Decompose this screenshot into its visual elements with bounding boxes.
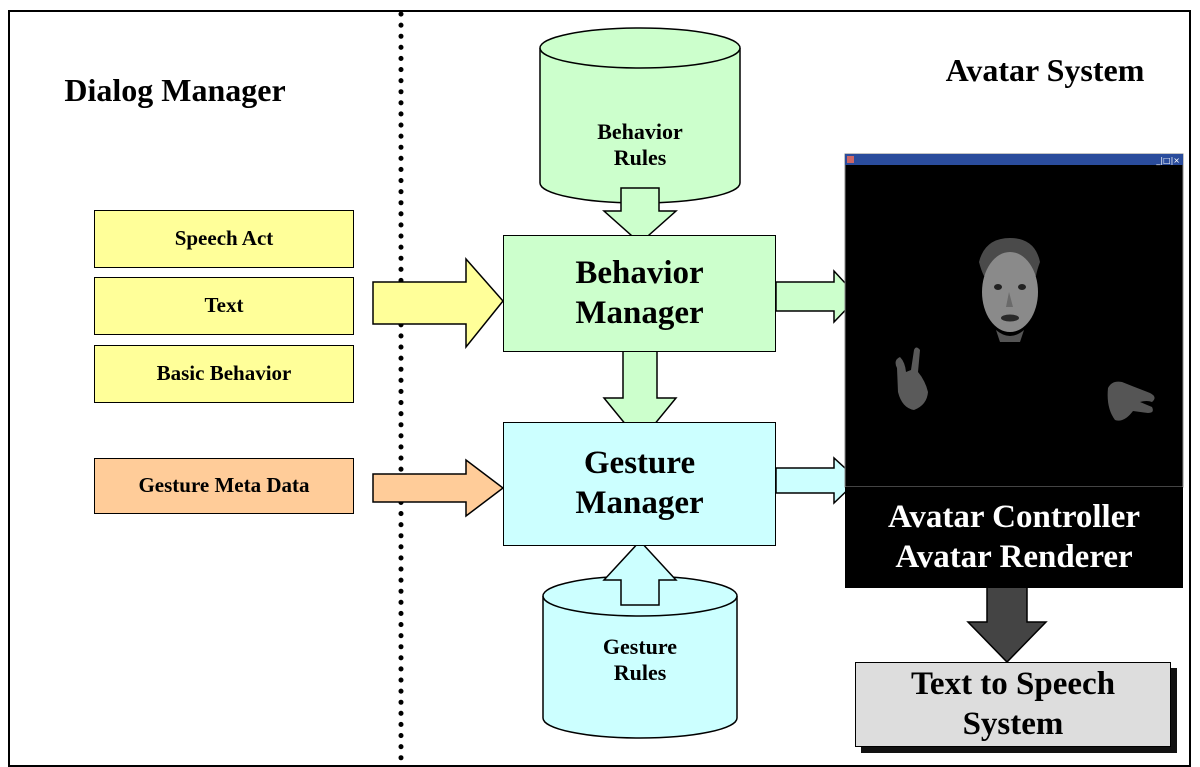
input-gesture-meta-data-label: Gesture Meta Data	[138, 473, 310, 498]
arrow-behavior-rules-to-manager	[602, 187, 678, 245]
behavior-rules-store	[539, 27, 741, 204]
gesture-rules-label: Gesture Rules	[560, 625, 720, 695]
avatar-figure	[895, 238, 1155, 421]
input-gesture-meta-data: Gesture Meta Data	[94, 458, 354, 514]
input-basic-behavior: Basic Behavior	[94, 345, 354, 403]
avatar-system-title: Avatar System	[945, 51, 1145, 88]
input-speech-act-label: Speech Act	[174, 226, 274, 251]
app-icon	[847, 156, 854, 163]
input-text: Text	[94, 277, 354, 335]
text-to-speech-system: Text to Speech System	[855, 662, 1171, 747]
gesture-manager-line2: Manager	[575, 485, 704, 521]
behavior-rules-line1: Behavior	[597, 118, 683, 144]
window-controls[interactable]: _|□|×	[1155, 156, 1180, 165]
gesture-manager: Gesture Manager	[503, 422, 776, 546]
behavior-manager-line1: Behavior	[575, 254, 704, 291]
arrow-meta-data-to-gesture-manager	[372, 458, 505, 518]
avatar-head	[979, 238, 1040, 342]
avatar-controller-label: Avatar Controller	[887, 498, 1141, 535]
outer-frame	[8, 10, 1191, 767]
avatar-renderer-label: Avatar Renderer	[895, 538, 1133, 575]
arrow-gesture-rules-to-manager	[602, 539, 678, 606]
gesture-rules-line1: Gesture	[602, 633, 678, 659]
behavior-rules-label: Behavior Rules	[560, 110, 720, 180]
tts-line2: System	[962, 705, 1064, 742]
avatar-caption-panel	[845, 487, 1183, 588]
avatar-window-titlebar	[845, 154, 1183, 165]
gesture-rules-line2: Rules	[613, 660, 667, 685]
arrow-behavior-to-gesture-manager	[602, 350, 678, 444]
behavior-manager: Behavior Manager	[503, 235, 776, 352]
input-speech-act: Speech Act	[94, 210, 354, 268]
arrow-inputs-to-behavior-manager	[372, 257, 504, 350]
avatar-caption: Avatar Controller Avatar Renderer	[845, 490, 1183, 585]
dialog-manager-title: Dialog Manager	[64, 71, 286, 108]
input-text-label: Text	[204, 293, 244, 318]
tts-line1: Text to Speech	[910, 665, 1116, 702]
behavior-rules-line2: Rules	[613, 145, 667, 170]
behavior-manager-line2: Manager	[575, 294, 704, 331]
gesture-manager-line1: Gesture	[583, 445, 696, 482]
arrow-avatar-to-tts	[966, 586, 1048, 664]
avatar-left-hand	[895, 347, 928, 410]
input-basic-behavior-label: Basic Behavior	[156, 361, 292, 386]
avatar-right-hand	[1107, 381, 1155, 421]
